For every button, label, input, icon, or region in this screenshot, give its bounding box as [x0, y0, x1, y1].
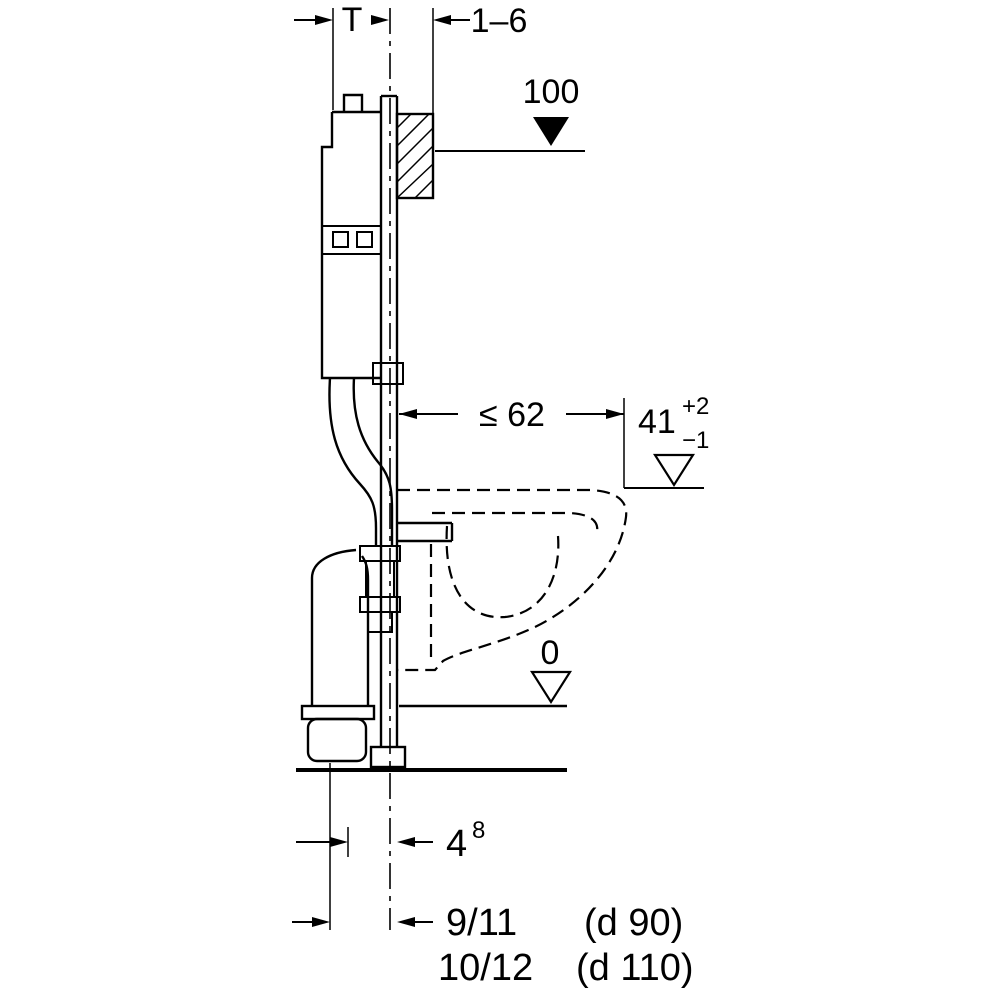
cistern	[320, 93, 381, 380]
flush-pipe-outer	[328, 377, 378, 546]
flush-valve	[332, 231, 349, 248]
dimension-depth-62: ≤ 62	[399, 396, 625, 488]
arrowhead-left-icon	[399, 409, 417, 419]
drain-pipe-right	[360, 555, 370, 706]
dim-label-9-11: 9/11	[446, 902, 517, 944]
dimension-T: T	[294, 1, 389, 110]
dim-label-62: ≤ 62	[479, 396, 545, 434]
level-triangle-open-icon	[653, 453, 695, 488]
dim-label-10-12: 10/12	[438, 947, 533, 989]
drain-pipe-left	[310, 548, 357, 706]
arrowhead-right-icon	[312, 917, 330, 927]
drain-pipe	[300, 548, 376, 763]
arrowhead-left-icon	[397, 837, 415, 847]
filler-cap	[342, 93, 364, 112]
level-marker-100: 100	[435, 73, 585, 152]
dim-label-d90: (d 90)	[584, 902, 683, 944]
dimension-offset-4: 4 8	[296, 817, 485, 865]
level-triangle-filled-icon	[533, 117, 569, 146]
dim-tolerance-plus: +2	[682, 393, 709, 420]
arrowhead-right-icon	[315, 15, 333, 25]
dim-label-4-sup: 8	[472, 817, 485, 844]
pan-outer-profile	[397, 488, 628, 672]
dim-label-41: 41	[638, 403, 676, 441]
arrowhead-left-icon	[433, 15, 451, 25]
arrowhead-right-icon	[330, 837, 348, 847]
dim-label-4: 4	[446, 823, 467, 865]
dimension-seat-height-41: 41 +2 −1	[624, 393, 709, 489]
wall-bracket	[395, 112, 435, 200]
cistern-body	[320, 112, 381, 380]
rail-foot	[369, 745, 407, 769]
arrowhead-right-icon	[371, 15, 389, 25]
fill-valve	[356, 231, 373, 248]
frame-rail	[369, 94, 407, 769]
hatch-lines	[396, 113, 434, 199]
dim-label-0: 0	[541, 634, 560, 672]
dim-tolerance-minus: −1	[682, 427, 709, 454]
arrowhead-left-icon	[397, 917, 415, 927]
dimension-drain-110: 10/12 (d 110)	[438, 947, 694, 989]
wc-pan-outline	[397, 488, 628, 672]
flush-bend-pipe	[328, 362, 454, 546]
level-marker-0: 0	[399, 634, 572, 708]
dim-label-T: T	[342, 1, 363, 39]
dim-label-100: 100	[523, 73, 580, 111]
dim-label-1-6: 1–6	[471, 2, 528, 40]
level-triangle-open-icon	[530, 670, 572, 705]
dimension-drain-90: 9/11 (d 90)	[292, 763, 683, 944]
pipe-clamp	[372, 362, 404, 385]
flush-pipe-inner	[352, 377, 394, 546]
arrowhead-right-icon	[606, 409, 624, 419]
pan-rim-line	[432, 511, 599, 533]
dimension-1-6: 1–6	[432, 2, 528, 113]
socket-body	[306, 717, 368, 763]
socket-flange	[300, 704, 376, 721]
dim-label-d110: (d 110)	[576, 947, 694, 989]
pan-bowl-cavity	[445, 525, 560, 619]
